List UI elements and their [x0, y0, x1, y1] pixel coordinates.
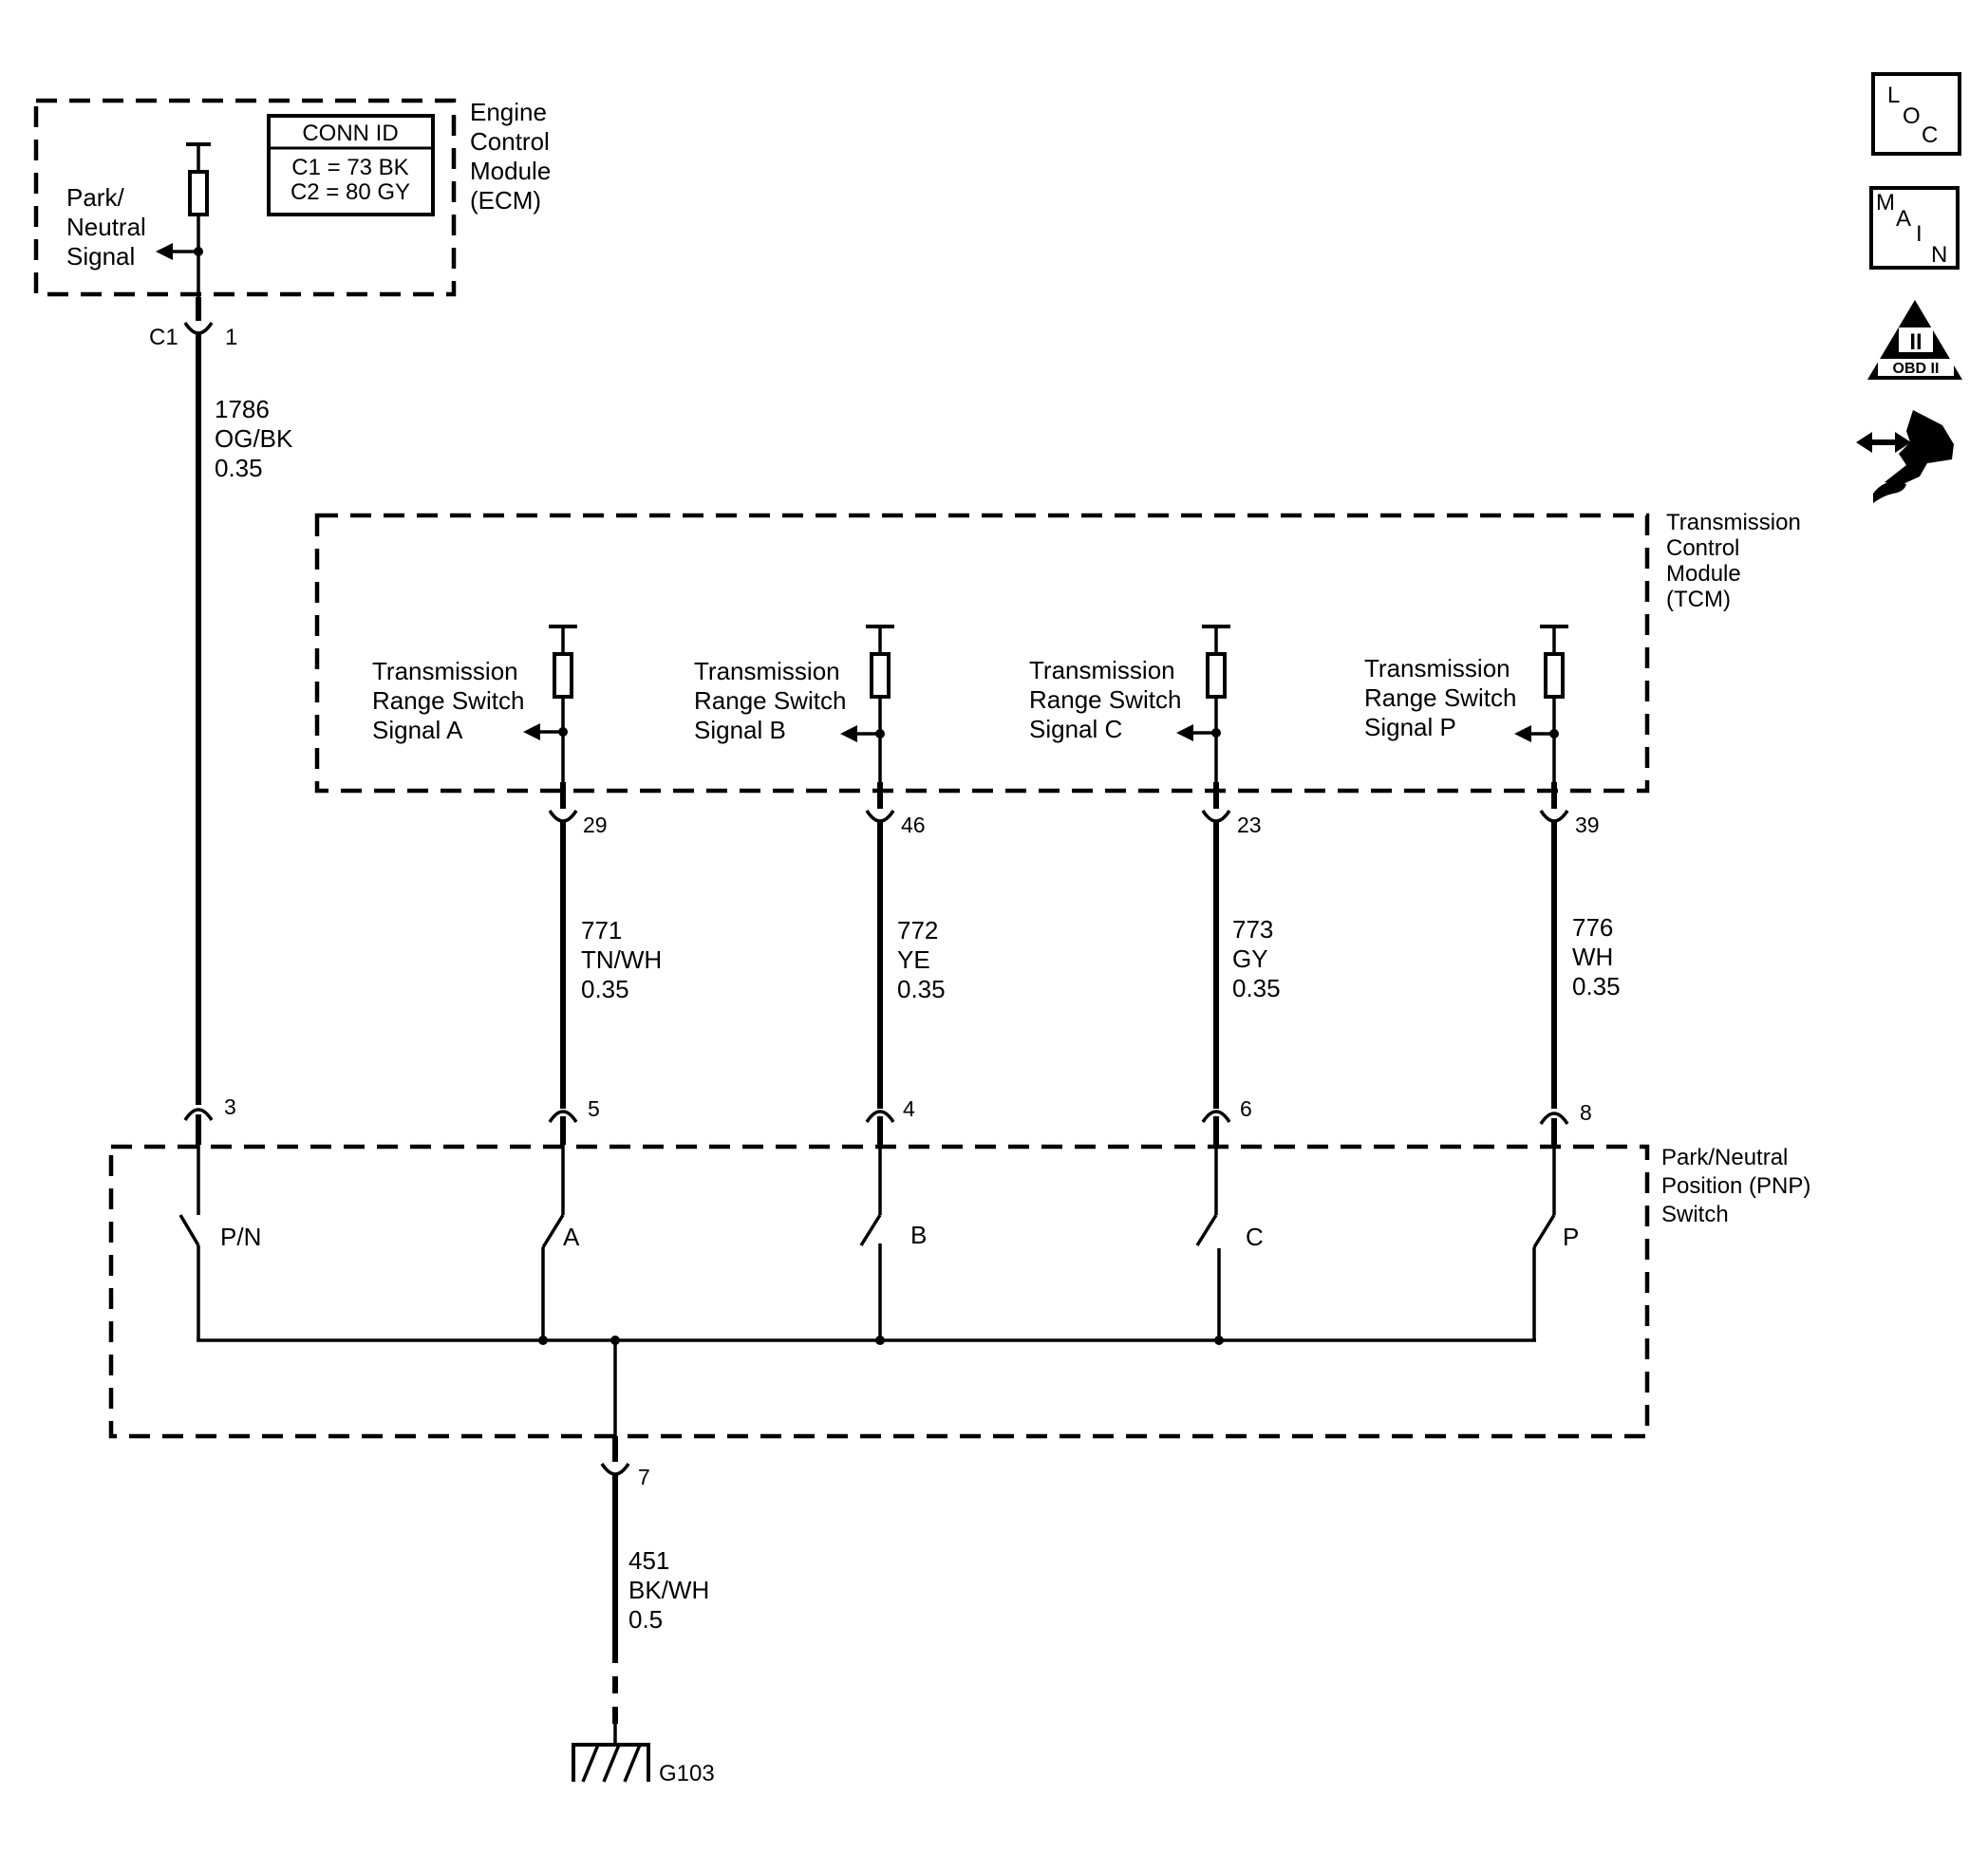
- ecm-connector-id: C1: [149, 325, 178, 350]
- pnp-connector-ground: 7: [600, 1436, 650, 1489]
- ecm-module: Engine Control Module (ECM) CONN ID C1 =…: [33, 98, 558, 350]
- ecm-name: Engine Control Module (ECM): [470, 98, 558, 215]
- switch-b: B: [859, 1145, 927, 1340]
- main-icon[interactable]: M A I N: [1869, 186, 1960, 270]
- svg-text:N: N: [1931, 242, 1947, 268]
- ecm-signal-label: Park/ Neutral Signal: [66, 183, 153, 271]
- svg-text:OBD II: OBD II: [1893, 361, 1940, 377]
- switch-c-label: C: [1246, 1223, 1264, 1251]
- tcm-module: Transmission Control Module (TCM): [314, 510, 1807, 794]
- conn-id-box: CONN ID C1 = 73 BK C2 = 80 GY: [267, 114, 435, 216]
- tcm-pin-p: 39: [1575, 813, 1600, 837]
- switch-p: P: [1532, 1145, 1579, 1340]
- tcm-name: Transmission Control Module (TCM): [1666, 510, 1807, 612]
- tcm-pin-a: 29: [583, 813, 608, 837]
- wire-signal-a: 771 TN/WH 0.35: [560, 822, 668, 1109]
- switch-a-label: A: [563, 1223, 580, 1251]
- pnp-connector-pn: 3: [183, 1094, 236, 1145]
- pnp-pin-p: 8: [1580, 1100, 1592, 1125]
- tcm-signal-b: Transmission Range Switch Signal B 46: [694, 625, 926, 837]
- svg-text:L: L: [1887, 83, 1900, 108]
- pnp-pin-b: 4: [903, 1096, 915, 1121]
- wire-signal-b: 772 YE 0.35: [877, 822, 946, 1109]
- signal-arrow-icon: [1514, 725, 1531, 742]
- wire-ecm-pnp: 1786 OG/BK 0.35: [196, 332, 300, 1105]
- connector-end-view-icon[interactable]: [1856, 410, 1954, 503]
- ecm-connector-c1: C1 1: [149, 297, 237, 350]
- switch-a: A: [541, 1145, 580, 1340]
- pnp-connector-p: 8: [1539, 1100, 1592, 1145]
- svg-text:C: C: [1922, 122, 1938, 148]
- ecm-pin: 1: [225, 325, 237, 350]
- switch-b-label: B: [910, 1221, 927, 1249]
- svg-text:M: M: [1876, 190, 1895, 215]
- svg-text:I: I: [1916, 221, 1922, 247]
- pnp-ground-pin: 7: [638, 1465, 650, 1489]
- svg-text:II: II: [1909, 329, 1922, 355]
- pnp-pin-pn: 3: [224, 1094, 236, 1119]
- signal-arrow-icon: [1176, 724, 1193, 741]
- tcm-signal-p: Transmission Range Switch Signal P 39: [1364, 625, 1600, 837]
- wire-signal-c-label: 773 GY 0.35: [1232, 915, 1281, 1002]
- loc-icon[interactable]: L O C: [1871, 72, 1961, 156]
- tcm-signal-a-label: Transmission Range Switch Signal A: [372, 657, 532, 744]
- wire-signal-a-label: 771 TN/WH 0.35: [581, 916, 668, 1003]
- conn-id-c1: C1 = 73 BK: [291, 155, 408, 180]
- tcm-boundary: [314, 513, 1650, 794]
- conn-id-header: CONN ID: [302, 121, 398, 146]
- ecm-boundary: [33, 98, 457, 297]
- tcm-pin-c: 23: [1237, 813, 1262, 837]
- svg-text:O: O: [1903, 103, 1921, 129]
- ground-bus: [197, 1336, 1536, 1436]
- conn-id-c2: C2 = 80 GY: [291, 179, 410, 205]
- tcm-signal-c-label: Transmission Range Switch Signal C: [1029, 656, 1189, 743]
- switch-pn: P/N: [178, 1145, 261, 1340]
- wire-signal-p-label: 776 WH 0.35: [1572, 913, 1621, 1000]
- ground-g103: G103: [572, 1724, 715, 1786]
- pnp-pin-c: 6: [1240, 1096, 1252, 1121]
- signal-arrow-icon: [523, 723, 540, 740]
- pnp-connector-b: 4: [865, 1096, 915, 1145]
- wire-signal-b-label: 772 YE 0.35: [897, 916, 946, 1003]
- tcm-signal-b-label: Transmission Range Switch Signal B: [694, 657, 853, 744]
- switch-p-label: P: [1563, 1223, 1579, 1251]
- svg-text:A: A: [1896, 206, 1911, 232]
- tcm-pin-b: 46: [901, 813, 926, 837]
- pnp-pin-a: 5: [588, 1096, 600, 1121]
- wire-signal-c: 773 GY 0.35: [1213, 822, 1281, 1109]
- wire-ecm-pnp-label: 1786 OG/BK 0.35: [215, 395, 300, 482]
- wire-ground-label: 451 BK/WH 0.5: [628, 1546, 716, 1634]
- obd-ii-icon[interactable]: II OBD II: [1867, 300, 1962, 380]
- tcm-signal-p-label: Transmission Range Switch Signal P: [1364, 654, 1524, 741]
- wire-signal-p: 776 WH 0.35: [1551, 822, 1621, 1109]
- switch-pn-label: P/N: [220, 1223, 261, 1251]
- tcm-signal-c: Transmission Range Switch Signal C 23: [1029, 625, 1262, 837]
- tcm-signal-a: Transmission Range Switch Signal A 29: [372, 625, 608, 837]
- pnp-switch-module: Park/Neutral Position (PNP) Switch 3 5 4…: [108, 1094, 1817, 1489]
- signal-arrow-icon: [156, 243, 173, 260]
- signal-arrow-icon: [840, 725, 857, 742]
- ecm-signal-circuit: Park/ Neutral Signal: [66, 142, 211, 302]
- pnp-connector-c: 6: [1201, 1096, 1252, 1145]
- pnp-name: Park/Neutral Position (PNP) Switch: [1661, 1145, 1817, 1227]
- switch-c: C: [1195, 1145, 1264, 1340]
- ground-label: G103: [659, 1761, 715, 1786]
- pnp-connector-a: 5: [548, 1096, 600, 1145]
- wire-ground: 451 BK/WH 0.5: [612, 1475, 716, 1724]
